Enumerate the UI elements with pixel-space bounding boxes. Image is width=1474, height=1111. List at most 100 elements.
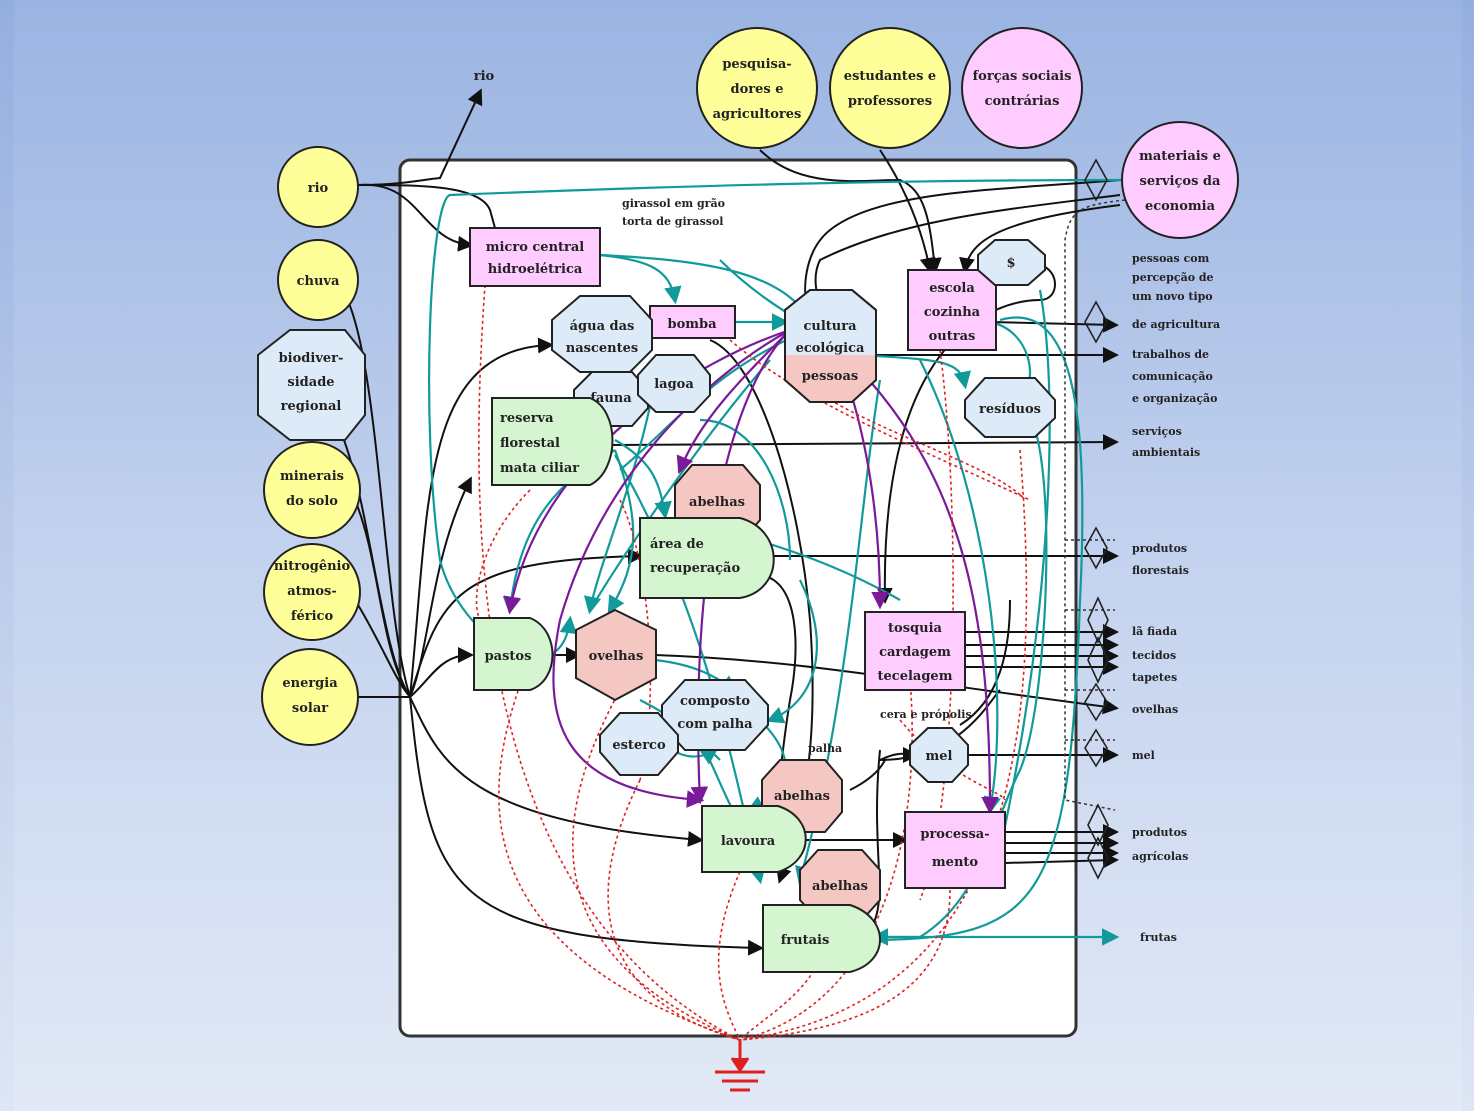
out-servicos-line2: ambientais [1132, 446, 1200, 459]
pessoas-label: pessoas [802, 369, 858, 384]
pesquisadores-line3: agricultores [713, 107, 802, 122]
out-pessoas-line2: percepção de [1132, 271, 1214, 284]
estudantes-line1: estudantes e [844, 69, 936, 84]
escola-line2: cozinha [924, 305, 981, 320]
out-agricolas-line1: produtos [1132, 826, 1187, 839]
abelhas-2-label: abelhas [774, 789, 830, 804]
dollar-label: $ [1006, 256, 1015, 271]
escola-line1: escola [929, 281, 975, 296]
bomba-label: bomba [667, 317, 717, 332]
out-pessoas-line4: de agricultura [1132, 318, 1220, 331]
pastos-label: pastos [485, 649, 532, 664]
source-minerais: minerais do solo [263, 441, 361, 539]
node-cultura: cultura ecológica pessoas [784, 289, 877, 403]
biodiversidade-line1: biodiver- [279, 351, 344, 366]
node-frutais: frutais [762, 904, 881, 973]
forcas-line2: contrárias [985, 94, 1060, 109]
agua-line2: nascentes [566, 341, 638, 356]
materiais-line2: serviços da [1140, 174, 1221, 189]
cultura-line2: ecológica [796, 341, 865, 356]
source-forcas: forças sociais contrárias [961, 27, 1083, 149]
out-la-line3: tapetes [1132, 671, 1177, 684]
tosquia-line2: cardagem [879, 645, 951, 660]
source-chuva-label: chuva [297, 274, 340, 289]
rio-outflow-label: rio [474, 69, 495, 84]
node-area-recuperacao: área de recuperação [639, 517, 775, 599]
lavoura-label: lavoura [721, 834, 776, 849]
source-biodiversidade: biodiver- sidade regional [257, 329, 366, 441]
source-materiais: materiais e serviços da economia [1121, 121, 1239, 239]
micro-central-line2: hidroelétrica [488, 262, 583, 277]
area-recup-line2: recuperação [650, 561, 740, 576]
source-nitrogenio: nitrogênio atmos- férico [263, 543, 361, 641]
esterco-label: esterco [612, 738, 666, 753]
source-rio: rio [277, 146, 359, 228]
abelhas-3-label: abelhas [812, 879, 868, 894]
source-energia: energia solar [261, 648, 359, 746]
node-lavoura: lavoura [701, 805, 807, 873]
out-florestais-line2: florestais [1132, 564, 1189, 577]
mel-label: mel [926, 749, 953, 764]
nitrogenio-line3: férico [291, 609, 334, 624]
out-trabalhos-line2: comunicação [1132, 370, 1213, 383]
agua-line1: água das [570, 319, 635, 334]
lagoa-label: lagoa [654, 377, 694, 392]
micro-central-line1: micro central [486, 240, 585, 255]
minerais-line2: do solo [286, 494, 338, 509]
reserva-line1: reserva [500, 411, 554, 426]
source-pesquisadores: pesquisa- dores e agricultores [696, 27, 818, 149]
energia-line2: solar [292, 701, 328, 716]
transaction-symbols [1084, 158, 1109, 880]
composto-line1: composto [680, 694, 750, 709]
processamento-line1: processa- [920, 827, 989, 842]
ovelhas-label: ovelhas [589, 649, 644, 664]
out-trabalhos-line3: e organização [1132, 392, 1218, 405]
node-bomba: bomba [649, 305, 736, 339]
node-mel: mel [909, 727, 969, 783]
node-escola: escola cozinha outras [907, 269, 997, 351]
node-agua: água das nascentes [551, 295, 653, 373]
reserva-line2: florestal [500, 436, 560, 451]
source-rio-label: rio [308, 181, 329, 196]
fauna-label: fauna [590, 391, 632, 406]
node-reserva: reserva florestal mata ciliar [491, 397, 614, 486]
tosquia-line3: tecelagem [878, 669, 953, 684]
pesquisadores-line2: dores e [731, 82, 784, 97]
materiais-line3: economia [1145, 199, 1216, 214]
node-residuos: resíduos [964, 377, 1056, 438]
out-la-line2: tecidos [1132, 649, 1176, 662]
source-estudantes: estudantes e professores [829, 27, 951, 149]
node-lagoa: lagoa [637, 354, 711, 413]
girassol-line1: girassol em grão [622, 197, 725, 210]
black-flows [334, 88, 1121, 956]
biodiversidade-line2: sidade [287, 375, 334, 390]
heat-sink-icon [715, 1040, 765, 1092]
nitrogenio-line1: nitrogênio [274, 559, 351, 574]
biodiversidade-line3: regional [281, 399, 342, 414]
girassol-line2: torta de girassol [622, 215, 723, 228]
cera-label: cera e própolis [880, 708, 972, 721]
node-tosquia: tosquia cardagem tecelagem [864, 611, 966, 691]
abelhas-1-label: abelhas [689, 495, 745, 510]
cultura-line1: cultura [803, 319, 857, 334]
residuos-label: resíduos [979, 402, 1041, 417]
palha-label: palha [808, 742, 842, 755]
node-pastos: pastos [473, 617, 554, 691]
out-ovelhas: ovelhas [1132, 703, 1178, 716]
node-abelhas-3: abelhas [799, 849, 881, 921]
out-servicos-line1: serviços [1132, 425, 1182, 438]
minerais-line1: minerais [280, 469, 344, 484]
out-trabalhos-line1: trabalhos de [1132, 348, 1209, 361]
nitrogenio-line2: atmos- [287, 584, 337, 599]
node-dollar: $ [977, 239, 1046, 286]
processamento-line2: mento [932, 855, 978, 870]
materiais-line1: materiais e [1139, 149, 1221, 164]
out-pessoas-line3: um novo tipo [1132, 290, 1213, 303]
frutais-label: frutais [781, 933, 830, 948]
source-chuva: chuva [277, 239, 359, 321]
node-processamento: processa- mento [904, 811, 1006, 889]
escola-line3: outras [929, 329, 976, 344]
teal-flows [428, 178, 1126, 946]
estudantes-line2: professores [848, 94, 932, 109]
energia-line1: energia [282, 676, 338, 691]
